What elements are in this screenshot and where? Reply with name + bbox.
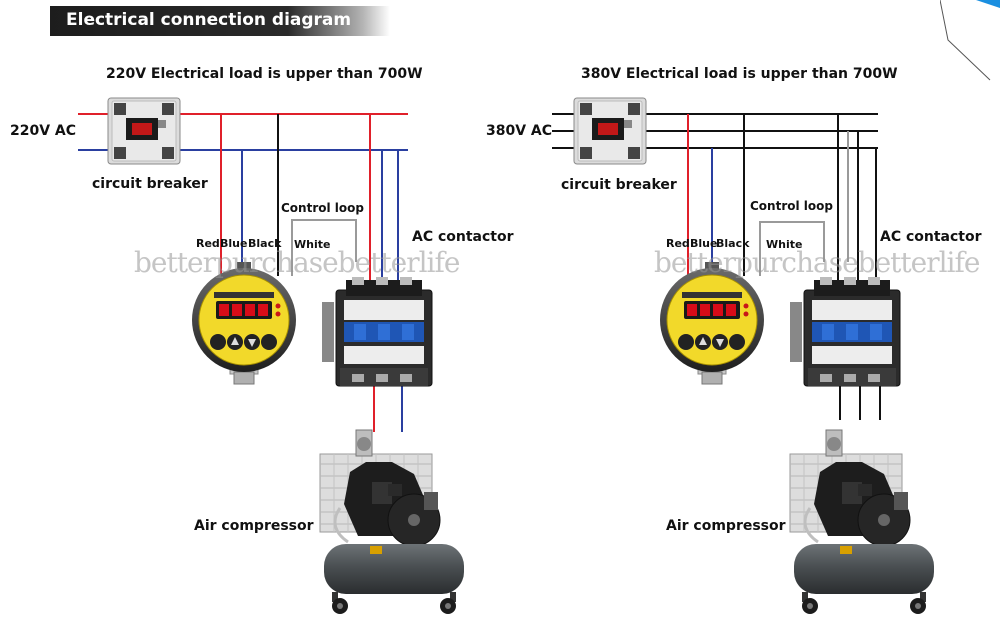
right-supply-label: 380V AC xyxy=(486,123,553,139)
watermark: betterpurchasebetterlife xyxy=(134,246,460,279)
right-wire-blue-label: Blue xyxy=(690,237,718,250)
left-supply-label: 220V AC xyxy=(10,123,77,139)
ac-contactor-icon xyxy=(321,276,433,387)
right-wire-black-label: Black xyxy=(716,237,750,250)
right-contactor-label: AC contactor xyxy=(880,229,982,245)
right-power-wires xyxy=(687,114,881,420)
right-title: 380V Electrical load is upper than 700W xyxy=(581,66,898,82)
header-banner: Electrical connection diagram xyxy=(50,6,390,36)
circuit-breaker-icon xyxy=(107,97,181,165)
ac-contactor-icon xyxy=(789,276,901,387)
left-compressor-label: Air compressor xyxy=(194,518,314,534)
circuit-breaker-icon xyxy=(573,97,647,165)
watermark: betterpurchasebetterlife xyxy=(654,246,980,279)
left-title: 220V Electrical load is upper than 700W xyxy=(106,66,423,82)
left-diagram xyxy=(78,97,466,616)
right-compressor-label: Air compressor xyxy=(666,518,786,534)
pressure-switch-icon xyxy=(191,261,297,385)
left-power-wires xyxy=(220,114,403,432)
diagram-title: Electrical connection diagram xyxy=(66,10,352,30)
pressure-switch-icon xyxy=(659,261,765,385)
left-breaker-label: circuit breaker xyxy=(92,176,208,192)
right-wire-white-label: White xyxy=(766,238,803,251)
right-breaker-label: circuit breaker xyxy=(561,177,677,193)
left-wire-blue-label: Blue xyxy=(220,237,248,250)
right-control-loop-label: Control loop xyxy=(750,199,833,213)
air-compressor-icon xyxy=(788,428,936,616)
right-diagram xyxy=(552,97,936,616)
left-control-loop-label: Control loop xyxy=(281,201,364,215)
air-compressor-icon xyxy=(318,428,466,616)
corner-decoration xyxy=(940,0,1000,81)
left-wire-red-label: Red xyxy=(196,237,220,250)
right-wire-red-label: Red xyxy=(666,237,690,250)
left-contactor-label: AC contactor xyxy=(412,229,514,245)
right-supply-lines xyxy=(552,113,878,149)
left-wire-black-label: Black xyxy=(248,237,282,250)
left-wire-white-label: White xyxy=(294,238,331,251)
